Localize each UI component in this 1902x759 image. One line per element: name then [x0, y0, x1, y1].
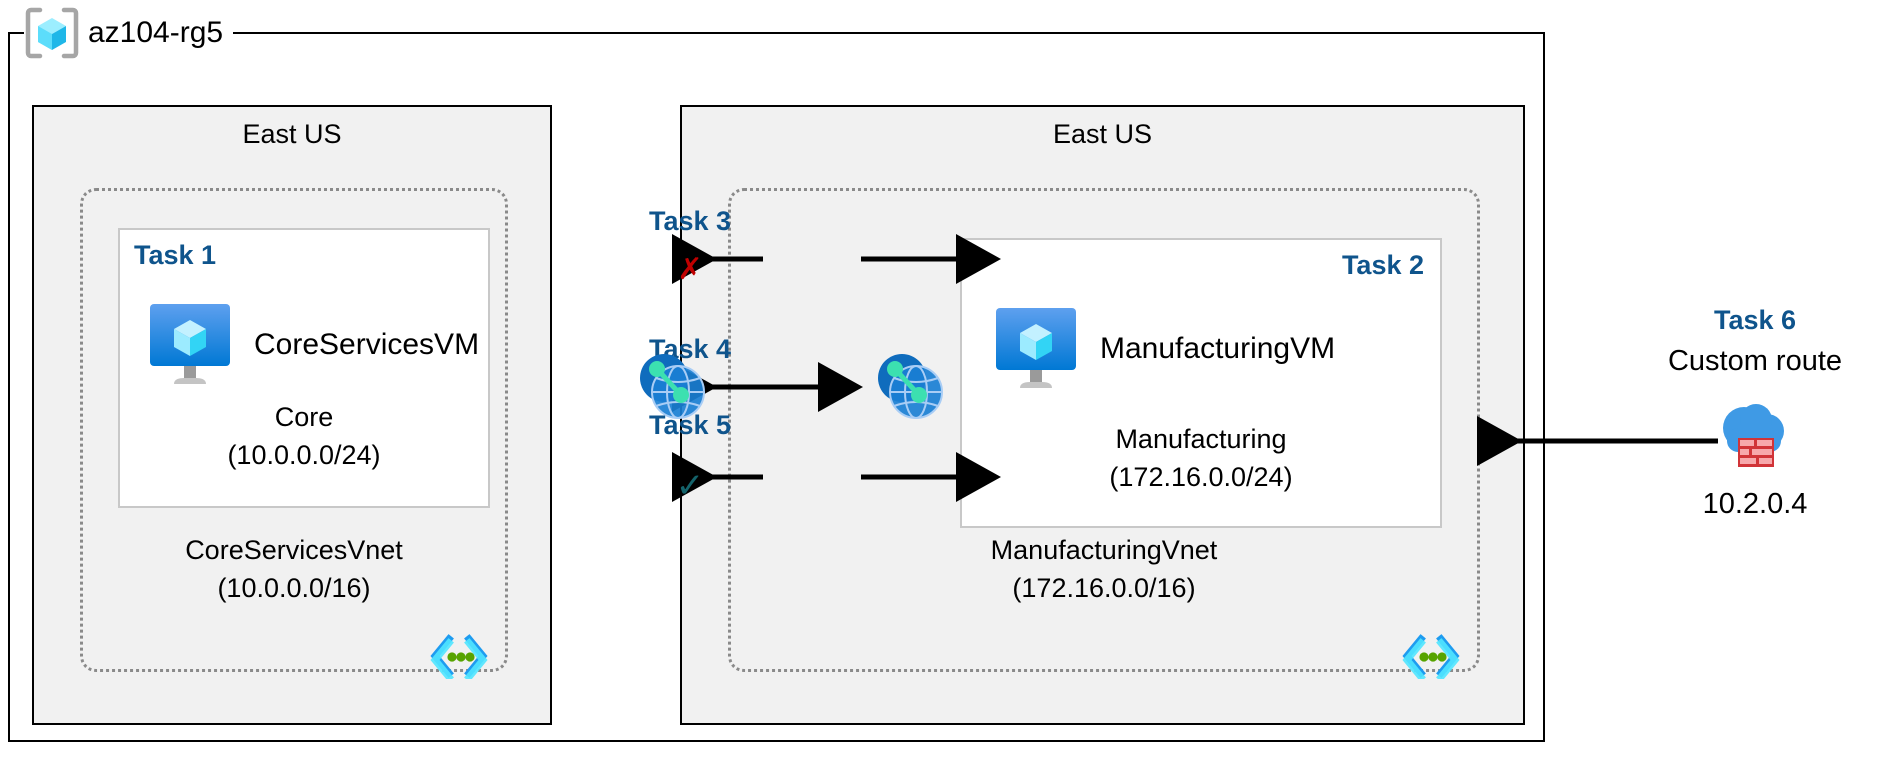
virtual-machine-icon	[144, 302, 236, 388]
vm-name-coreservicesvm: CoreServicesVM	[254, 328, 480, 361]
vnet-label-manufacturing: ManufacturingVnet (172.16.0.0/16)	[990, 535, 1218, 604]
vnet-box-manufacturing: ManufacturingVnet (172.16.0.0/16)	[728, 188, 1480, 682]
vnet-box-coreservices: CoreServicesVnet (10.0.0.0/16)	[80, 188, 508, 682]
subnet-caption-core: Core (10.0.0.0/24)	[227, 402, 381, 471]
azure-resource-group-cube-icon	[24, 5, 80, 61]
vnet-peering-globe-icon-right	[872, 348, 946, 422]
resource-group-frame	[8, 32, 1545, 742]
firewall-cloud-icon	[1710, 398, 1798, 476]
connection-mark-task5: ✓	[675, 467, 705, 505]
route-task-label: Task 6	[1713, 305, 1797, 335]
subnet-brackets-icon-coreservices	[427, 633, 491, 682]
region-label-right: East US	[1052, 119, 1153, 149]
subnet-caption-manufacturing: Manufacturing (172.16.0.0/24)	[1109, 424, 1293, 493]
vm-coreservicesvm: CoreServicesVM	[144, 302, 479, 388]
connection-label-task3: Task 3	[648, 206, 732, 236]
subnet-box-core: Task 1 CoreSe	[118, 228, 490, 508]
resource-group-name: az104-rg5	[88, 16, 224, 49]
route-arrow-task6	[1477, 416, 1718, 466]
vnet-label-coreservices: CoreServicesVnet (10.0.0.0/16)	[185, 535, 403, 604]
task-tag-task1: Task 1	[134, 240, 217, 270]
task-tag-task2: Task 2	[1341, 250, 1424, 280]
vnet-peering-globe-icon-left	[634, 348, 708, 422]
vm-manufacturingvm: ManufacturingVM	[990, 306, 1335, 392]
route-next-hop-ip: 10.2.0.4	[1702, 488, 1808, 520]
connection-arrow-task5	[672, 452, 1001, 502]
route-title: Custom route	[1667, 345, 1843, 377]
virtual-machine-icon	[990, 306, 1082, 392]
subnet-box-manufacturing: Task 2 Manufa	[960, 238, 1442, 528]
connection-mark-task3: ✗	[677, 253, 703, 286]
subnet-brackets-icon-manufacturing	[1399, 633, 1463, 682]
resource-group-title: az104-rg5	[24, 7, 234, 59]
vm-name-manufacturingvm: ManufacturingVM	[1100, 332, 1336, 365]
region-label-left: East US	[242, 119, 342, 149]
connection-arrow-task3	[672, 234, 1001, 284]
